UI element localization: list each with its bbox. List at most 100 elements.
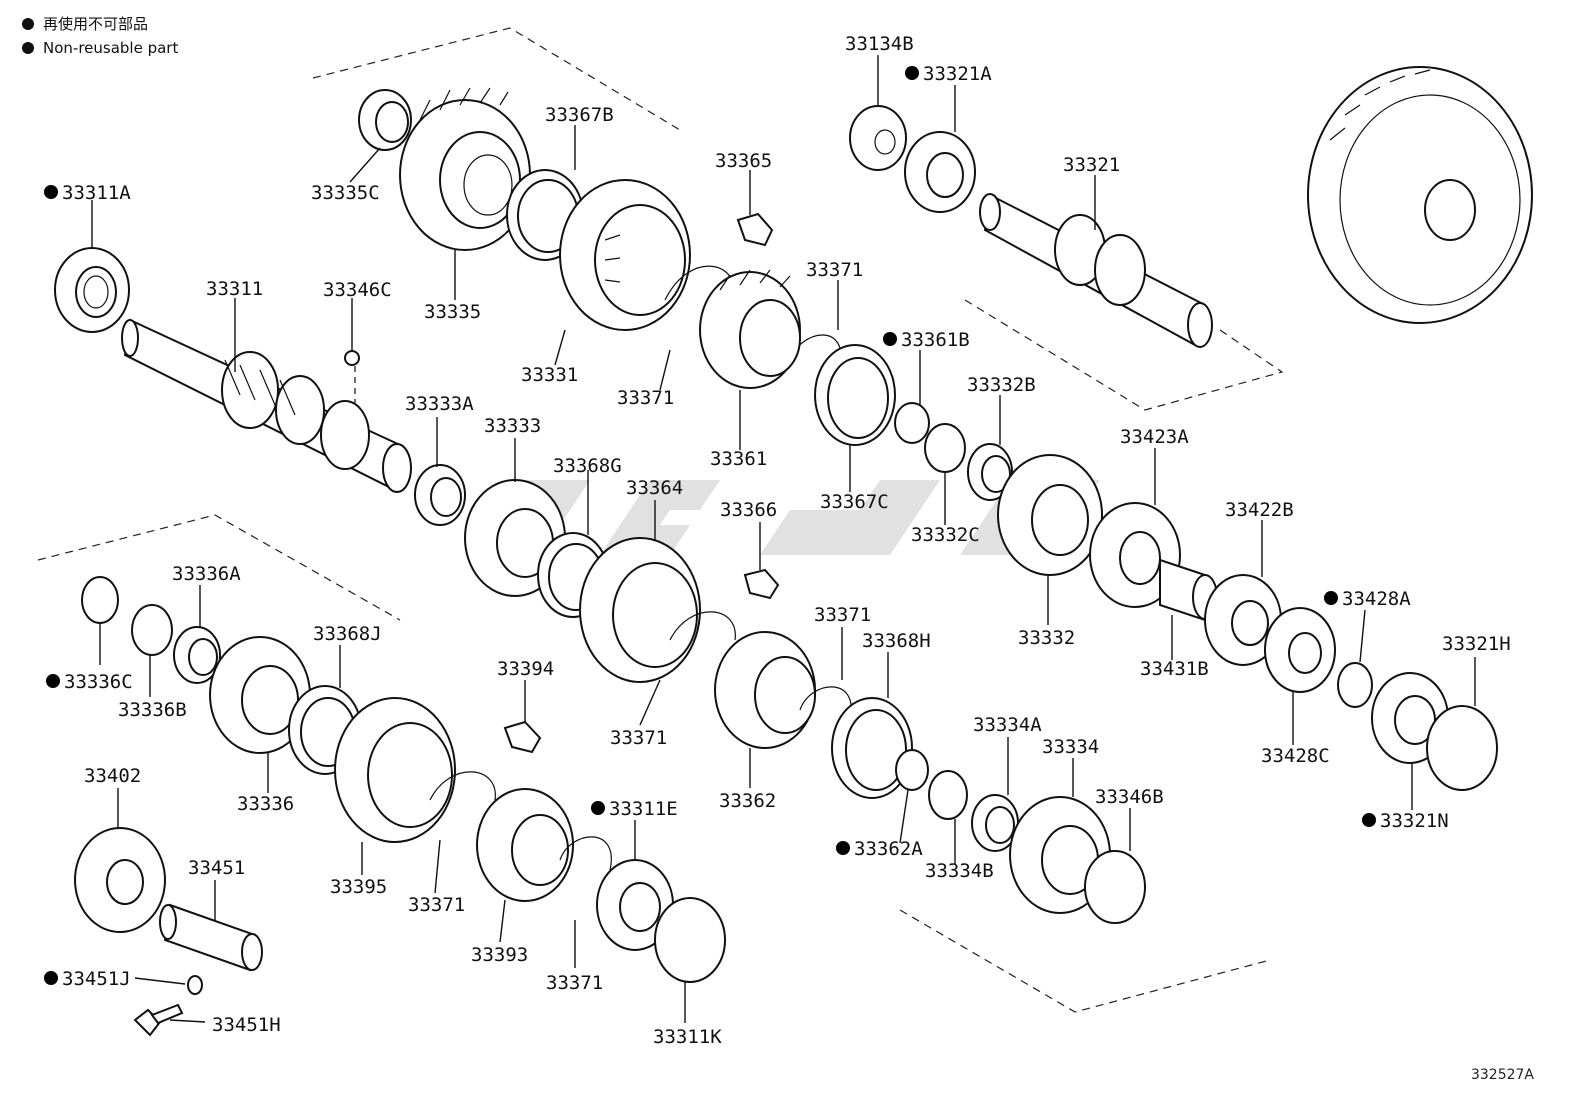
label-33368J: 33368J bbox=[313, 623, 382, 645]
part-ring-gear bbox=[1307, 66, 1533, 324]
part-33321-output-shaft bbox=[979, 193, 1213, 348]
legend-text-jp: 再使用不可部品 bbox=[43, 15, 149, 33]
label-33364: 33364 bbox=[626, 477, 683, 499]
part-33332B-needle-bearing bbox=[967, 443, 1013, 501]
label-33321H: 33321H bbox=[1442, 633, 1511, 655]
label-33335C: 33335C bbox=[311, 182, 380, 204]
label-33423A: 33423A bbox=[1120, 426, 1189, 448]
non-reusable-marker bbox=[46, 674, 60, 688]
part-33371-spring bbox=[669, 611, 736, 641]
label-33367B: 33367B bbox=[545, 104, 614, 126]
legend-row-jp: 再使用不可部品 bbox=[22, 12, 178, 36]
part-33393-hub bbox=[476, 788, 574, 902]
label-33333A: 33333A bbox=[405, 393, 474, 415]
part-33431B-spacer bbox=[1159, 558, 1218, 622]
label-33311E: 33311E bbox=[609, 798, 678, 820]
label-33367C: 33367C bbox=[820, 491, 889, 513]
label-33321A: 33321A bbox=[923, 63, 992, 85]
non-reusable-marker bbox=[591, 801, 605, 815]
part-33395-sleeve bbox=[334, 697, 456, 843]
label-33431B: 33431B bbox=[1140, 658, 1209, 680]
label-33336: 33336 bbox=[237, 793, 294, 815]
part-labels: 33311A 33311 33346C 33335C 33335 33367B … bbox=[44, 33, 1511, 1048]
legend-text-en: Non-reusable part bbox=[43, 39, 179, 57]
part-33311A-bearing bbox=[54, 247, 130, 333]
label-33371: 33371 bbox=[814, 604, 871, 626]
part-33361-hub bbox=[699, 269, 801, 389]
label-33422B: 33422B bbox=[1225, 499, 1294, 521]
label-33346C: 33346C bbox=[323, 279, 392, 301]
label-33334B: 33334B bbox=[925, 860, 994, 882]
group-box-bottom-right bbox=[899, 909, 1271, 1013]
non-reusable-marker bbox=[1324, 591, 1338, 605]
label-33134B: 33134B bbox=[845, 33, 914, 55]
label-33336A: 33336A bbox=[172, 563, 241, 585]
label-33321: 33321 bbox=[1063, 154, 1120, 176]
label-33371: 33371 bbox=[610, 727, 667, 749]
non-reusable-dot-icon bbox=[22, 42, 34, 54]
part-33362-hub bbox=[714, 631, 816, 749]
part-33332C-washer bbox=[924, 423, 966, 473]
label-33361: 33361 bbox=[710, 448, 767, 470]
label-33334A: 33334A bbox=[973, 714, 1042, 736]
part-33335C-needle-bearing bbox=[358, 89, 412, 151]
part-33311-input-shaft bbox=[121, 318, 412, 493]
part-33333A-needle-bearing bbox=[414, 464, 466, 526]
group-box-right bbox=[964, 299, 1284, 411]
label-33332C: 33332C bbox=[911, 524, 980, 546]
part-33134B-cap bbox=[849, 105, 907, 171]
non-reusable-marker bbox=[44, 185, 58, 199]
part-33321H-ring bbox=[1426, 705, 1498, 791]
label-33451: 33451 bbox=[188, 857, 245, 879]
part-33364-sleeve bbox=[579, 537, 701, 683]
part-33346B-ring bbox=[1084, 850, 1146, 924]
part-33361B-snap-ring bbox=[894, 402, 930, 444]
label-33368H: 33368H bbox=[862, 630, 931, 652]
legend: 再使用不可部品 Non-reusable part bbox=[22, 12, 178, 60]
part-33451-shaft bbox=[159, 903, 263, 972]
part-33428A-snap-ring bbox=[1337, 662, 1373, 708]
part-33334B-washer bbox=[928, 770, 968, 820]
label-33331: 33331 bbox=[521, 364, 578, 386]
group-box-upper bbox=[312, 27, 681, 131]
label-33336B: 33336B bbox=[118, 699, 187, 721]
label-33333: 33333 bbox=[484, 415, 541, 437]
label-33394: 33394 bbox=[497, 658, 554, 680]
label-33402: 33402 bbox=[84, 765, 141, 787]
part-33402-idler-gear bbox=[74, 827, 166, 933]
non-reusable-marker bbox=[836, 841, 850, 855]
part-33311K-ring bbox=[654, 897, 726, 983]
label-33311: 33311 bbox=[206, 278, 263, 300]
part-33451J-washer bbox=[187, 975, 203, 995]
non-reusable-marker bbox=[1362, 813, 1376, 827]
part-33336C-snap-ring bbox=[81, 576, 119, 624]
label-33336C: 33336C bbox=[64, 671, 133, 693]
label-33361B: 33361B bbox=[901, 329, 970, 351]
part-33321A-bearing bbox=[904, 131, 976, 213]
non-reusable-marker bbox=[905, 66, 919, 80]
label-33371: 33371 bbox=[617, 387, 674, 409]
label-33366: 33366 bbox=[720, 499, 777, 521]
part-33365-key bbox=[736, 212, 774, 247]
part-33336A-needle-bearing bbox=[173, 626, 221, 684]
part-33428C-gear bbox=[1264, 607, 1336, 693]
label-33365: 33365 bbox=[715, 150, 772, 172]
legend-row-en: Non-reusable part bbox=[22, 36, 178, 60]
label-33362A: 33362A bbox=[854, 838, 923, 860]
leader-lines bbox=[91, 55, 1476, 1023]
part-33362A-snap-ring bbox=[895, 749, 929, 791]
part-33371-spring bbox=[429, 771, 496, 801]
label-33451J: 33451J bbox=[62, 968, 131, 990]
part-33367C-synchro-ring bbox=[814, 344, 896, 446]
part-33451H-bolt bbox=[133, 1003, 184, 1037]
part-33422B-gear bbox=[1204, 574, 1282, 666]
label-33335: 33335 bbox=[424, 301, 481, 323]
diagram-code: 332527A bbox=[1470, 1067, 1534, 1083]
part-33336B-washer bbox=[131, 604, 173, 656]
label-33371: 33371 bbox=[408, 894, 465, 916]
part-33331-sleeve bbox=[559, 179, 691, 331]
part-33394-key bbox=[503, 720, 542, 754]
label-33371: 33371 bbox=[806, 259, 863, 281]
